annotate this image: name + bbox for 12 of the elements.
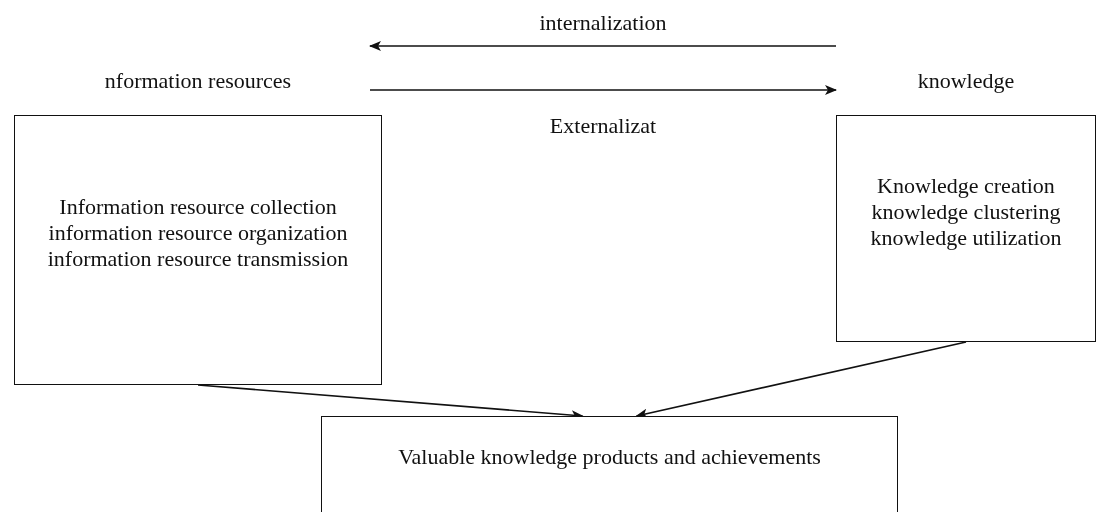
box-text: Information resource collection — [58, 194, 338, 220]
box-text: information resource organization — [47, 220, 349, 246]
box-text: knowledge utilization — [870, 224, 1062, 251]
arrow — [369, 41, 837, 51]
arrow — [369, 85, 837, 95]
box-heading: knowledge — [916, 68, 1016, 94]
box-text: knowledge clustering — [870, 198, 1062, 225]
box-text: Knowledge creation — [876, 172, 1056, 199]
process-box — [321, 416, 898, 512]
box-heading: nformation resources — [103, 68, 293, 94]
box-text: Valuable knowledge products and achievements — [398, 444, 821, 470]
box-text: information resource transmission — [47, 246, 349, 272]
